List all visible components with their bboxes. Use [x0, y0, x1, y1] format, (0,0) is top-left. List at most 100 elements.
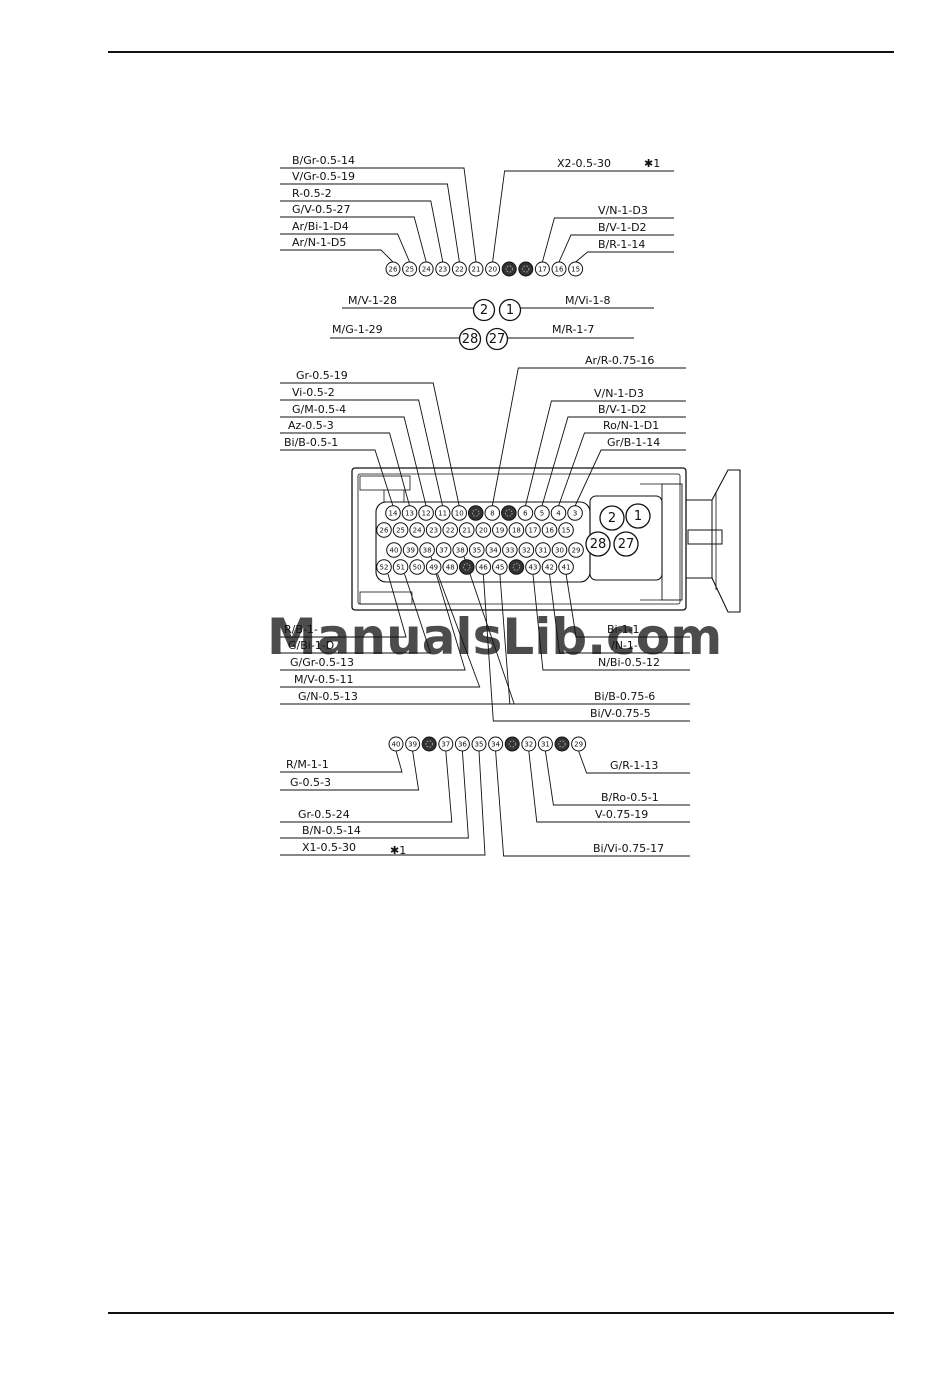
connector-pin: 4 [550, 505, 567, 521]
bottom-left-wire-label: Gr-0.5-24 [298, 808, 350, 821]
connector-bottom-right-label: /N-1- [611, 639, 638, 652]
pin-number: 26 [389, 266, 398, 274]
pin-number: 52 [380, 564, 389, 572]
pin-outline [435, 261, 451, 277]
top-right-wire-label: B/R-1-14 [598, 238, 645, 251]
connector-bottom-left-label: G/Bi-1-D [288, 639, 334, 652]
pin-outline [458, 327, 482, 351]
connector-pin: 45 [492, 559, 508, 575]
leader-line [565, 573, 690, 638]
connector-pin: 19 [492, 522, 508, 538]
connector-pin: 24 [409, 522, 425, 538]
pin-number: 33 [505, 547, 514, 555]
pin-outline [418, 505, 434, 521]
pin-number: 31 [541, 741, 550, 749]
connector-top-right-label: Gr/B-1-14 [607, 436, 660, 449]
pin-outline [537, 736, 553, 752]
bottom-header-pin: 29 [571, 736, 587, 752]
top-header-note-mark: ✱1 [644, 157, 660, 170]
pin-number: 17 [538, 266, 547, 274]
connector-pin: 17 [525, 522, 541, 538]
top-left-wire-label: Ar/N-1-D5 [292, 236, 346, 249]
plugged-pin-mark [518, 261, 534, 277]
pin-number: 4 [556, 510, 561, 518]
pin-outline [534, 261, 550, 277]
plugged-pin-hatch [522, 265, 530, 273]
pin-outline [571, 736, 587, 752]
pin-number: 3 [573, 510, 577, 518]
pin-outline [388, 736, 404, 752]
connector-bottom-left-label: R/B-1- [284, 623, 318, 636]
power-wire-label: M/Vi-1-8 [565, 294, 610, 307]
pin-outline [471, 736, 487, 752]
connector-pin: 15 [558, 522, 574, 538]
connector-pin: 13 [401, 505, 418, 521]
connector-bottom-right-label: N/Bi-0.5-12 [598, 656, 660, 669]
pin-number: 38 [423, 547, 432, 555]
connector-pin: 29 [568, 542, 584, 558]
connector-pin: 3 [567, 505, 583, 521]
connector-top-left-label: Vi-0.5-2 [292, 386, 335, 399]
leader-line [280, 183, 460, 263]
connector-top-right-label: V/N-1-D3 [594, 387, 644, 400]
leader-line [544, 750, 690, 806]
connector-bottom-left-label: G/Gr-0.5-13 [290, 656, 354, 669]
pin-outline [438, 736, 454, 752]
pin-number: 2 [480, 303, 488, 318]
plugged-pin-hatch [505, 265, 513, 273]
leader-line [280, 233, 411, 263]
connector-top-left-label: G/M-0.5-4 [292, 403, 346, 416]
connector-pin [501, 505, 517, 521]
connector-pin [508, 559, 525, 575]
pin-number: 2 [608, 511, 616, 526]
connector-pin: 34 [485, 542, 502, 558]
connector-pin: 49 [425, 559, 442, 575]
leader-line [280, 249, 394, 263]
connector-top-right-label: Ar/R-0.75-16 [585, 354, 654, 367]
pin-outline [418, 261, 434, 277]
bottom-right-wire-label: V-0.75-19 [595, 808, 648, 821]
pin-outline [521, 736, 537, 752]
leader-line [575, 251, 674, 263]
pin-outline [492, 559, 508, 575]
pin-number: 51 [396, 564, 405, 572]
bottom-header-pin: 39 [405, 736, 421, 752]
pin-outline [468, 542, 485, 558]
pin-outline [468, 261, 484, 277]
plugged-pin-hatch [558, 740, 566, 748]
connector-pin: 39 [402, 542, 419, 558]
connector-power-pin: 28 [585, 531, 611, 557]
top-left-wire-label: Ar/Bi-1-D4 [292, 220, 349, 233]
pin-number: 38 [456, 547, 465, 555]
leader-line [532, 573, 690, 671]
pin-outline [535, 542, 551, 558]
pin-number: 6 [523, 510, 528, 518]
pin-outline [385, 505, 401, 521]
connector-pin [467, 505, 484, 521]
connector-bottom-right-label: Bi/V-0.75-5 [590, 707, 651, 720]
connector-pin: 18 [508, 522, 525, 538]
pin-outline [551, 542, 568, 558]
leader-line [578, 750, 690, 774]
pin-outline [613, 531, 639, 557]
pin-outline [485, 327, 509, 351]
power-pin: 27 [485, 327, 509, 351]
pin-number: 15 [562, 527, 571, 535]
pin-outline [567, 505, 583, 521]
pin-number: 11 [438, 510, 447, 518]
leader-line [495, 750, 690, 857]
pin-number: 42 [545, 564, 554, 572]
power-pin: 1 [498, 298, 522, 322]
top-header-pin: 26 [385, 261, 401, 277]
leader-line [558, 432, 686, 507]
pin-outline [550, 505, 567, 521]
bottom-header-pin: 34 [488, 736, 504, 752]
pin-outline [568, 261, 584, 277]
connector-pin: 41 [558, 559, 574, 575]
pin-number: 50 [413, 564, 422, 572]
pin-outline [409, 522, 425, 538]
top-header-pin: 25 [402, 261, 418, 277]
pin-number: 21 [462, 527, 471, 535]
pin-number: 28 [462, 332, 479, 347]
leader-line [574, 449, 686, 507]
